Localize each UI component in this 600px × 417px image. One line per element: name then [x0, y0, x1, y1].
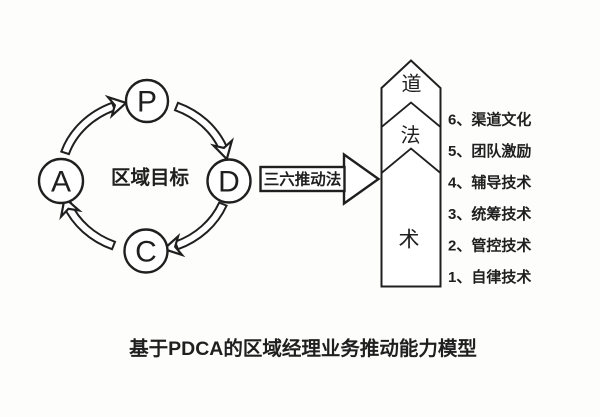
node-p-label: P: [137, 86, 157, 119]
node-a-circle: [37, 157, 85, 205]
pdca-node-p: P: [124, 78, 170, 124]
diagram-caption: 基于PDCA的区域经理业务推动能力模型: [128, 337, 477, 360]
capability-tower: 道 法 术: [380, 59, 442, 288]
tower-level-shu: 术: [399, 229, 420, 252]
capability-list: 6、渠道文化 5、团队激励 4、辅导技术 3、统筹技术 2、管控技术 1、自律技…: [448, 111, 531, 287]
cycle-arrow-d-to-c: [173, 201, 228, 251]
node-c-label: C: [135, 236, 157, 269]
node-c-circle: [123, 228, 169, 274]
node-p-circle: [124, 78, 170, 124]
pdca-node-a: A: [37, 157, 85, 205]
tower-divider-lower: [380, 147, 442, 174]
list-item-4: 4、辅导技术: [448, 174, 531, 192]
pdca-node-d: D: [206, 158, 252, 204]
connector-arrow: 三六推动法: [259, 152, 381, 206]
node-a-label: A: [51, 166, 71, 199]
tower-level-dao: 道: [402, 73, 422, 96]
cycle-arrow-p-to-d: [173, 101, 228, 151]
pdca-cycle-arrows: [59, 94, 234, 258]
list-item-1: 1、自律技术: [448, 268, 531, 286]
cycle-arrowhead-a-to-p-icon: [104, 94, 129, 119]
connector-label-box: [259, 165, 346, 193]
cycle-arrow-a-to-p: [60, 101, 117, 156]
tower-outline: [380, 59, 442, 288]
node-d-circle: [206, 158, 252, 204]
list-item-2: 2、管控技术: [448, 237, 531, 255]
cycle-center-label: 区域目标: [111, 166, 190, 189]
list-item-3: 3、统筹技术: [448, 205, 531, 223]
pdca-node-c: C: [123, 228, 169, 274]
connector-label: 三六推动法: [264, 170, 342, 189]
tower-divider-upper: [380, 101, 442, 128]
node-d-label: D: [218, 166, 240, 199]
list-item-5: 5、团队激励: [448, 142, 531, 160]
list-item-6: 6、渠道文化: [448, 111, 531, 129]
connector-arrowhead-icon: [342, 152, 381, 206]
cycle-arrowhead-p-to-d-icon: [210, 137, 234, 162]
tower-level-fa: 法: [401, 124, 421, 147]
